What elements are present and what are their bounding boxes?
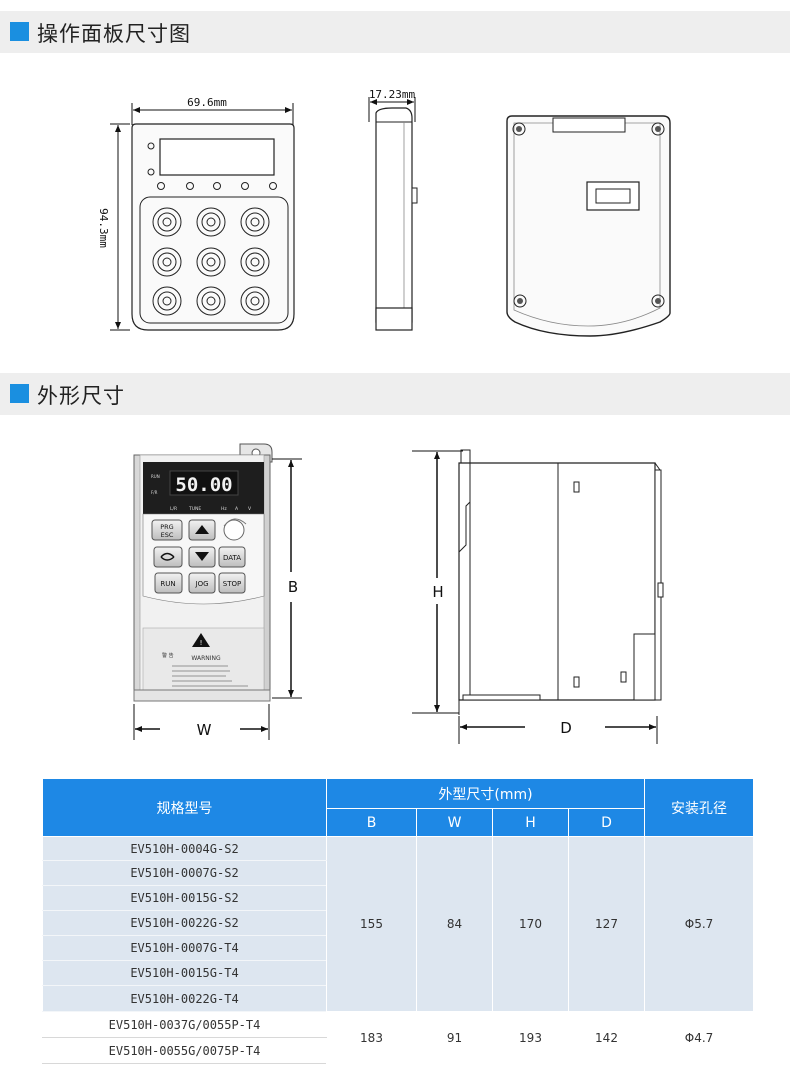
model-cell: EV510H-0007G-T4	[42, 935, 327, 961]
value-h: 170	[492, 836, 569, 1012]
value-d: 142	[567, 1011, 646, 1064]
spec-table: 规格型号 外型尺寸(mm) 安装孔径 B W H D EV510H-0004G-…	[42, 778, 755, 1064]
up-arrow-icon	[195, 525, 209, 534]
value-b: 183	[326, 1011, 417, 1064]
panel-width-label: 69.6mm	[187, 96, 227, 109]
section-marker-icon	[10, 22, 29, 41]
subheader-b: B	[326, 808, 417, 837]
dim-b-label: B	[288, 578, 298, 596]
indicator-tune: TUNE	[188, 506, 201, 512]
subheader-d: D	[567, 808, 646, 837]
header-hole: 安装孔径	[644, 778, 755, 837]
indicator-v: V	[248, 506, 252, 512]
panel-depth-label: 17.23mm	[369, 88, 416, 101]
drive-front-view: RUN F/R 50.00 L/R TUNE Hz A V PRG ESC DA…	[133, 443, 302, 740]
key-esc-label: ESC	[161, 531, 174, 539]
panel-front-view: 69.6mm 94.3mm	[97, 96, 295, 331]
table-row: EV510H-0015G-T4	[42, 960, 754, 986]
section-marker-icon	[10, 384, 29, 403]
svg-text:!: !	[200, 639, 203, 647]
model-cell: EV510H-0037G/0055P-T4	[42, 1011, 327, 1038]
value-hole: Φ5.7	[644, 836, 755, 1012]
table-row: EV510H-0015G-S2	[42, 885, 754, 911]
dim-d-label: D	[560, 719, 572, 737]
value-w: 91	[416, 1011, 493, 1064]
model-cell: EV510H-0022G-S2	[42, 910, 327, 936]
knob-icon	[223, 519, 245, 541]
value-d: 127	[567, 836, 646, 1012]
model-cell: EV510H-0004G-S2	[42, 836, 327, 861]
warning-icon	[192, 633, 210, 647]
section-header-panel: 操作面板尺寸图	[0, 11, 790, 53]
led-label-run: RUN	[151, 474, 160, 479]
panel-side-view: 17.23mm	[368, 88, 418, 331]
display-digits: 50.00	[175, 474, 232, 496]
section-title: 外形尺寸	[37, 384, 125, 408]
table-row: EV510H-0004G-S2 155 84 170 127 Φ5.7	[42, 836, 755, 1012]
key-prg-label: PRG	[160, 523, 173, 531]
drive-side-view: H D	[412, 449, 664, 744]
led-label-fr: F/R	[151, 490, 158, 495]
table-row: EV510H-0055G/0075P-T4	[42, 1037, 754, 1064]
subheader-h: H	[492, 808, 569, 837]
key-jog-label: JOG	[195, 580, 209, 588]
subheader-w: W	[416, 808, 493, 837]
table-row: EV510H-0022G-T4	[42, 985, 754, 1012]
panel-back-view	[506, 115, 671, 337]
down-arrow-icon	[195, 552, 209, 561]
warning-title: 警 告	[162, 652, 174, 659]
section-header-outline: 外形尺寸	[0, 373, 790, 415]
value-b: 155	[326, 836, 417, 1012]
table-row: EV510H-0037G/0055P-T4 183 91 193 142 Φ4.…	[42, 1011, 755, 1064]
value-h: 193	[492, 1011, 569, 1064]
model-cell: EV510H-0055G/0075P-T4	[42, 1037, 327, 1064]
table-row: EV510H-0007G-S2	[42, 860, 754, 886]
key-run[interactable]	[154, 572, 183, 594]
model-cell: EV510H-0022G-T4	[42, 985, 327, 1012]
key-shift[interactable]	[153, 546, 183, 568]
panel-height-label: 94.3mm	[97, 208, 110, 248]
indicator-lr: L/R	[170, 506, 177, 512]
key-prg-esc[interactable]	[151, 519, 183, 541]
key-run-label: RUN	[160, 580, 175, 588]
key-data-label: DATA	[223, 554, 241, 562]
model-cell: EV510H-0015G-T4	[42, 960, 327, 986]
key-stop-label: STOP	[223, 580, 241, 588]
header-dims: 外型尺寸(mm)	[325, 778, 646, 809]
warning-brand: WARNING	[191, 655, 221, 662]
table-row: EV510H-0007G-T4	[42, 935, 754, 961]
header-model: 规格型号	[42, 778, 327, 837]
table-row: EV510H-0022G-S2	[42, 910, 754, 936]
model-cell: EV510H-0007G-S2	[42, 860, 327, 886]
model-cell: EV510H-0015G-S2	[42, 885, 327, 911]
dim-h-label: H	[432, 583, 443, 601]
key-jog[interactable]	[188, 572, 216, 594]
key-stop[interactable]	[218, 572, 246, 594]
indicator-a: A	[235, 506, 239, 512]
value-w: 84	[416, 836, 493, 1012]
shift-icon	[160, 552, 175, 561]
value-hole: Φ4.7	[644, 1011, 755, 1064]
indicator-hz: Hz	[221, 506, 227, 512]
dim-w-label: W	[197, 721, 212, 739]
section-title: 操作面板尺寸图	[37, 22, 191, 46]
key-data[interactable]	[218, 546, 246, 568]
